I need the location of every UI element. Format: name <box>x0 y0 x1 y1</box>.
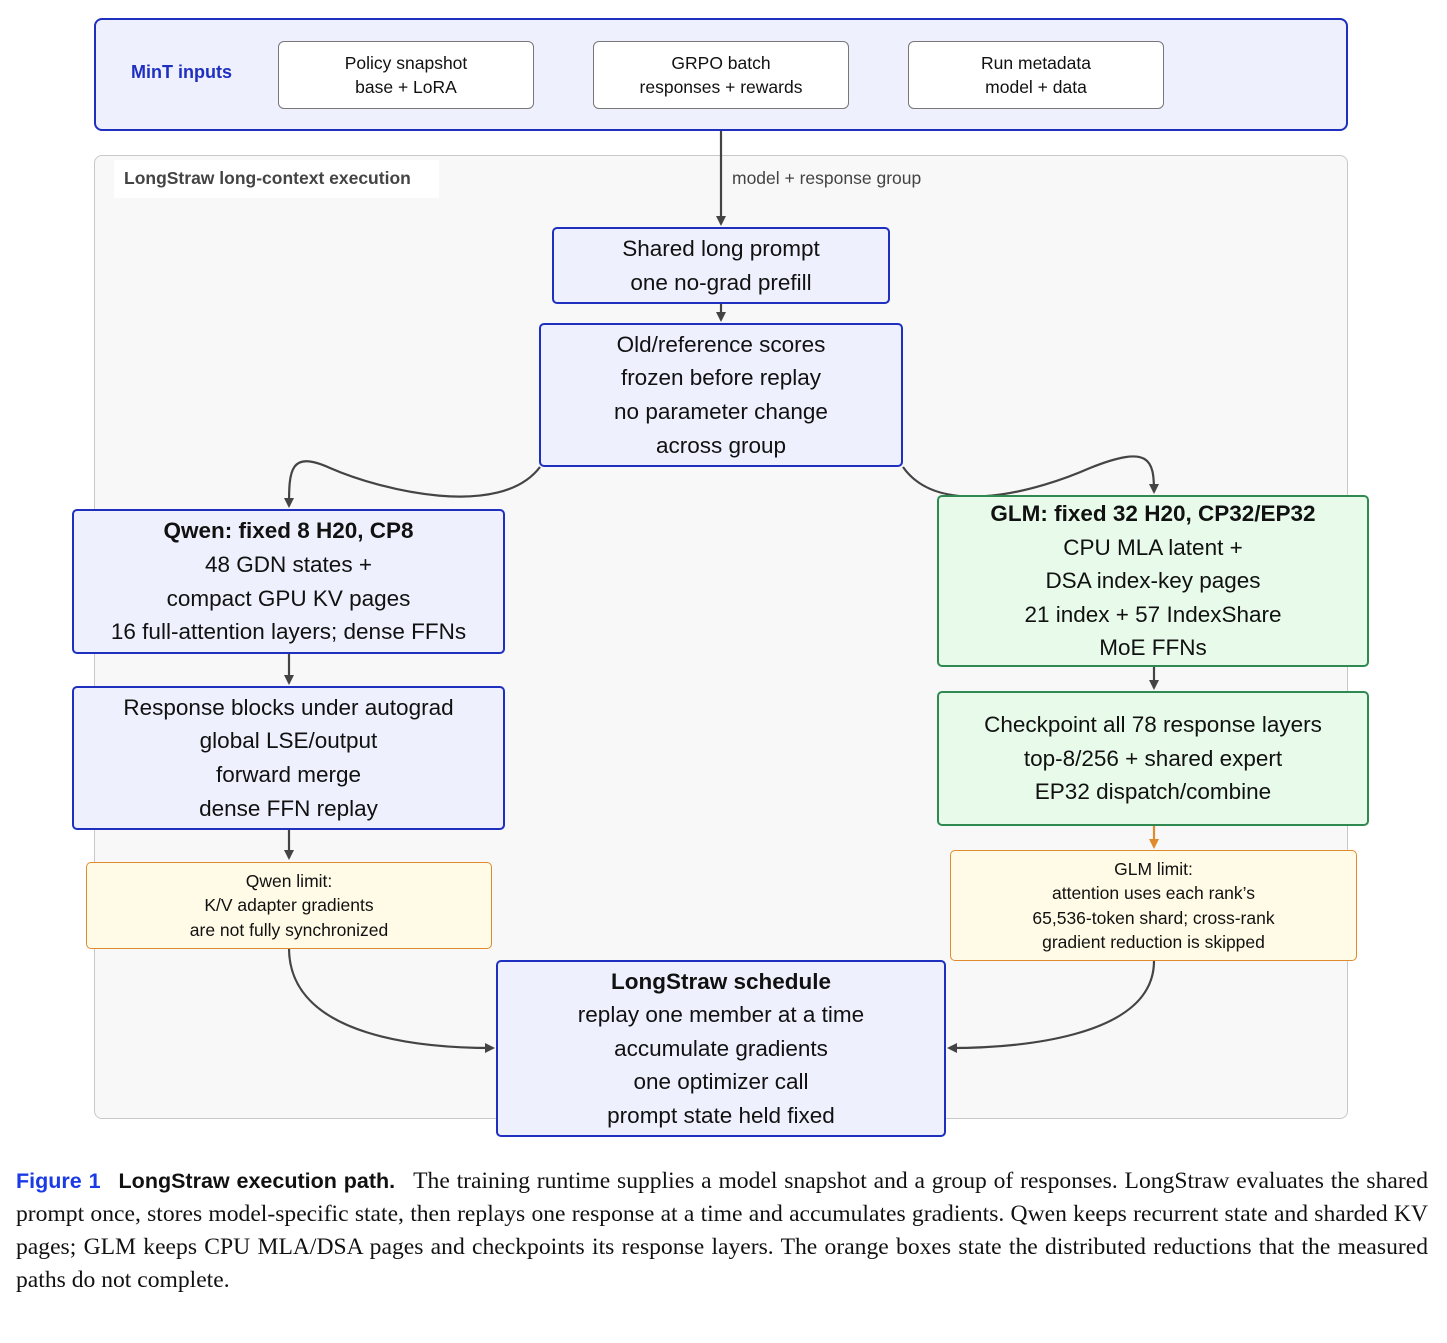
glm-replay-box: Checkpoint all 78 response layers top-8/… <box>937 691 1369 826</box>
qwen-title: Qwen: fixed 8 H20, CP8 <box>163 518 414 544</box>
box-line: 21 index + 57 IndexShare <box>1024 601 1282 627</box>
glm-box: GLM: fixed 32 H20, CP32/EP32 CPU MLA lat… <box>937 495 1369 667</box>
execution-label-background <box>114 160 439 198</box>
qwen-box: Qwen: fixed 8 H20, CP8 48 GDN states + c… <box>72 509 505 654</box>
caption-text: The training runtime supplies a model sn… <box>16 1168 1428 1293</box>
caption-title: LongStraw execution path. <box>118 1169 396 1193</box>
box-line: global LSE/output <box>199 728 378 754</box>
figure-label: Figure 1 <box>16 1169 101 1193</box>
box-line: one no-grad prefill <box>630 269 812 295</box>
box-line: prompt state held fixed <box>607 1102 835 1128</box>
box-line: 48 GDN states + <box>205 551 372 577</box>
card-line: GRPO batch <box>671 53 771 73</box>
box-line: are not fully synchronized <box>189 919 389 940</box>
shared-prompt-box: Shared long prompt one no-grad prefill <box>552 227 890 304</box>
box-line: CPU MLA latent + <box>1063 534 1243 560</box>
box-line: one optimizer call <box>633 1069 809 1095</box>
box-line: no parameter change <box>614 399 828 424</box>
reference-scores-box: Old/reference scores frozen before repla… <box>539 323 903 467</box>
card-line: Policy snapshot <box>344 53 468 73</box>
execution-panel-label: LongStraw long-context execution <box>124 168 411 188</box>
inputs-panel-label: MinT inputs <box>131 62 232 82</box>
box-line: compact GPU KV pages <box>166 585 411 611</box>
box-line: forward merge <box>215 762 362 787</box>
box-line: Shared long prompt <box>622 235 820 261</box>
glm-limit-box: GLM limit: attention uses each rank’s 65… <box>950 850 1357 961</box>
box-line: accumulate gradients <box>614 1035 828 1061</box>
card-line: base + LoRA <box>355 77 457 97</box>
box-line: MoE FFNs <box>1099 635 1207 661</box>
figure-caption: Figure 1 LongStraw execution path.The tra… <box>16 1165 1428 1297</box>
edge-scores-to-glm <box>902 455 1159 498</box>
box-line: gradient reduction is skipped <box>1042 932 1265 952</box>
card-line: Run metadata <box>981 53 1091 73</box>
edge-label: model + response group <box>732 168 922 188</box>
box-line: Old/reference scores <box>616 331 826 357</box>
box-line: top-8/256 + shared expert <box>1023 745 1283 771</box>
grpo-batch-card: GRPO batch responses + rewards <box>593 41 849 109</box>
qwen-replay-box: Response blocks under autograd global LS… <box>72 686 505 830</box>
card-line: model + data <box>985 77 1087 97</box>
glm-title: GLM: fixed 32 H20, CP32/EP32 <box>990 501 1316 527</box>
edge-glm-limit-to-schedule <box>947 960 1156 1053</box>
box-line: frozen before replay <box>620 365 822 391</box>
card-line: responses + rewards <box>639 77 803 97</box>
edge-qwen-limit-to-schedule <box>287 947 495 1053</box>
box-line: Checkpoint all 78 response layers <box>984 712 1322 738</box>
box-line: dense FFN replay <box>199 795 378 821</box>
box-line: 65,536-token shard; cross-rank <box>1032 907 1275 928</box>
box-line: replay one member at a time <box>577 1002 865 1028</box>
box-line: attention uses each rank’s <box>1051 883 1255 903</box>
run-metadata-card: Run metadata model + data <box>908 41 1164 109</box>
box-line: EP32 dispatch/combine <box>1034 779 1272 805</box>
edge-scores-to-qwen <box>284 460 541 508</box>
schedule-box: LongStraw schedule replay one member at … <box>496 960 946 1137</box>
box-line: 16 full-attention layers; dense FFNs <box>110 619 467 645</box>
box-line: Response blocks under autograd <box>123 694 454 720</box>
qwen-limit-box: Qwen limit: K/V adapter gradients are no… <box>86 862 492 949</box>
box-line: Qwen limit: <box>245 870 333 891</box>
schedule-title: LongStraw schedule <box>610 968 832 994</box>
box-line: DSA index-key pages <box>1045 568 1261 594</box>
policy-snapshot-card: Policy snapshot base + LoRA <box>278 41 534 109</box>
box-line: GLM limit: <box>1114 858 1193 879</box>
box-line: across group <box>655 432 787 458</box>
box-line: K/V adapter gradients <box>204 895 374 916</box>
